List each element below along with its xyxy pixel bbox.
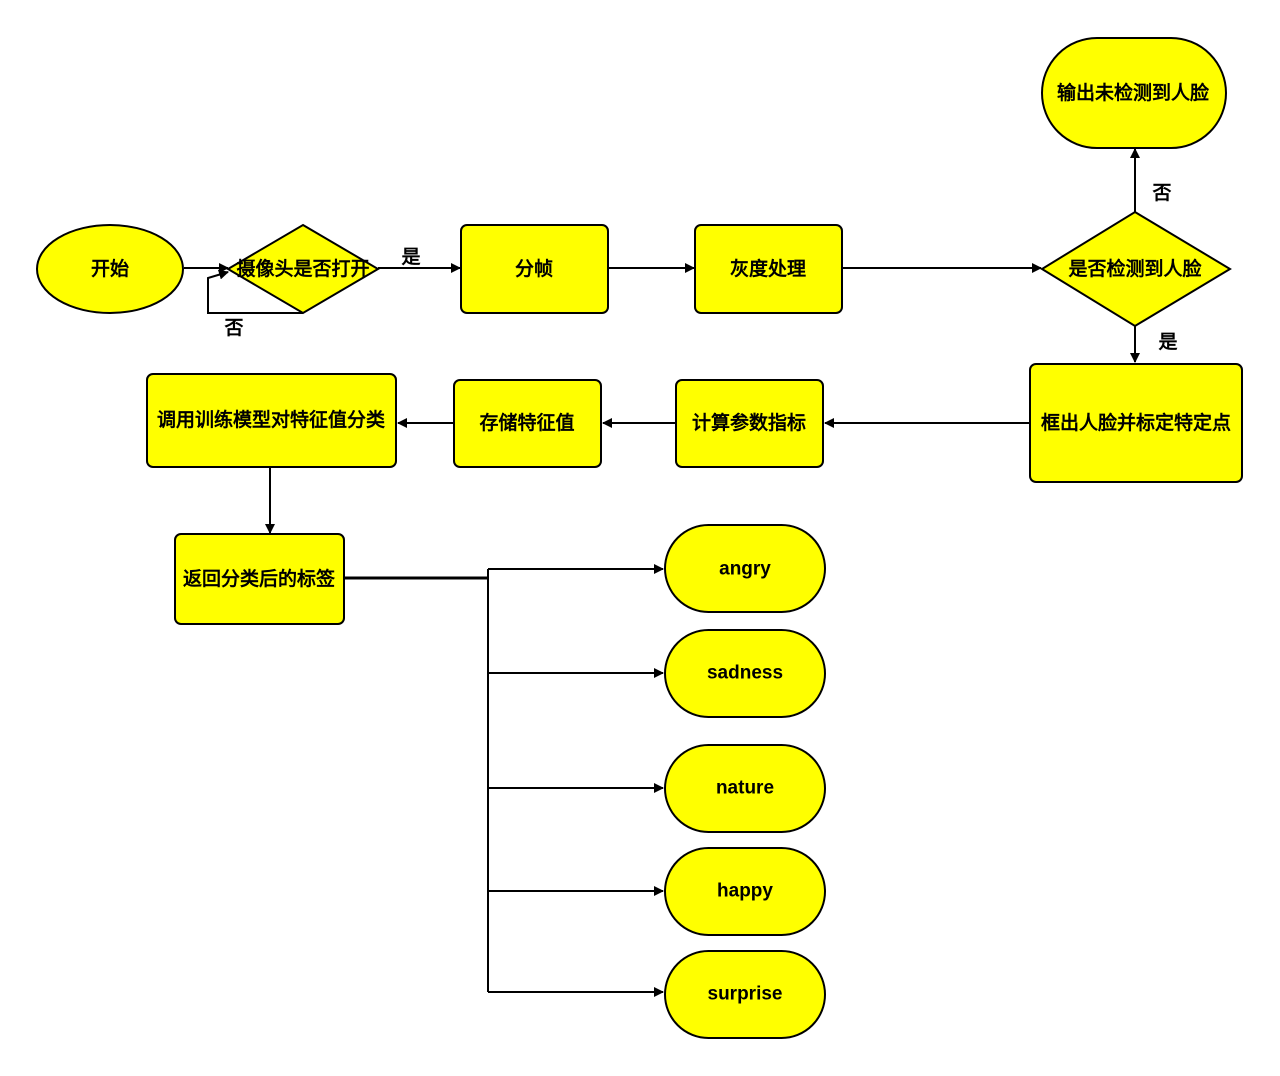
label-angry-text: angry: [719, 559, 771, 580]
node-start-shape: [36, 224, 184, 314]
node-mark-face[interactable]: 框出人脸并标定特定点: [1029, 363, 1243, 483]
node-store-features-label: 存储特征值: [479, 411, 574, 434]
label-sadness[interactable]: sadness: [664, 629, 826, 718]
node-split-frames-label: 分帧: [515, 257, 553, 280]
node-classify-label: 调用训练模型对特征值分类: [157, 408, 385, 431]
node-face-check-label: 是否检测到人脸: [1068, 257, 1202, 280]
node-store-features-shape: [453, 379, 602, 468]
label-happy-shape: [664, 847, 826, 936]
node-face-check-shape: [1040, 210, 1232, 328]
node-start-label: 开始: [91, 257, 129, 280]
label-happy[interactable]: happy: [664, 847, 826, 936]
node-no-face-output[interactable]: 输出未检测到人脸: [1041, 37, 1227, 149]
label-surprise-shape: [664, 950, 826, 1039]
node-mark-face-label: 框出人脸并标定特定点: [1041, 411, 1231, 434]
node-grayscale-shape: [694, 224, 843, 314]
edge-label-camera-yes: 是: [401, 246, 420, 268]
node-split-frames-shape: [460, 224, 609, 314]
node-face-check[interactable]: 是否检测到人脸: [1040, 210, 1232, 328]
label-happy-text: happy: [717, 881, 773, 902]
edge-label-camera-no: 否: [223, 317, 243, 339]
edge-camera-no-loop: [207, 269, 303, 314]
node-camera-check-shape: [226, 223, 380, 315]
node-camera-check[interactable]: 摄像头是否打开: [226, 223, 380, 315]
label-surprise-text: surprise: [708, 984, 783, 1005]
node-compute-params-shape: [675, 379, 824, 468]
label-angry[interactable]: angry: [664, 524, 826, 613]
node-mark-face-shape: [1029, 363, 1243, 483]
label-nature[interactable]: nature: [664, 744, 826, 833]
node-start[interactable]: 开始: [36, 224, 184, 314]
node-compute-params[interactable]: 计算参数指标: [675, 379, 824, 468]
node-grayscale[interactable]: 灰度处理: [694, 224, 843, 314]
label-angry-shape: [664, 524, 826, 613]
edges: [184, 148, 1140, 997]
node-return-label[interactable]: 返回分类后的标签: [174, 533, 345, 625]
edge-label-face-yes: 是: [1158, 331, 1177, 353]
node-classify-shape: [146, 373, 397, 468]
node-classify[interactable]: 调用训练模型对特征值分类: [146, 373, 397, 468]
node-no-face-output-label: 输出未检测到人脸: [1057, 81, 1210, 104]
node-grayscale-label: 灰度处理: [730, 257, 806, 280]
node-no-face-output-shape: [1041, 37, 1227, 149]
label-nature-shape: [664, 744, 826, 833]
label-surprise[interactable]: surprise: [664, 950, 826, 1039]
edge-label-face-no: 否: [1151, 182, 1171, 204]
node-return-label-label: 返回分类后的标签: [183, 567, 336, 590]
node-camera-check-label: 摄像头是否打开: [236, 257, 369, 280]
edge-labels: 是 否 否 是: [223, 182, 1177, 353]
node-compute-params-label: 计算参数指标: [692, 411, 806, 434]
label-sadness-shape: [664, 629, 826, 718]
node-store-features[interactable]: 存储特征值: [453, 379, 602, 468]
node-return-label-shape: [174, 533, 345, 625]
label-nature-text: nature: [716, 778, 774, 799]
node-split-frames[interactable]: 分帧: [460, 224, 609, 314]
label-sadness-text: sadness: [707, 663, 783, 684]
